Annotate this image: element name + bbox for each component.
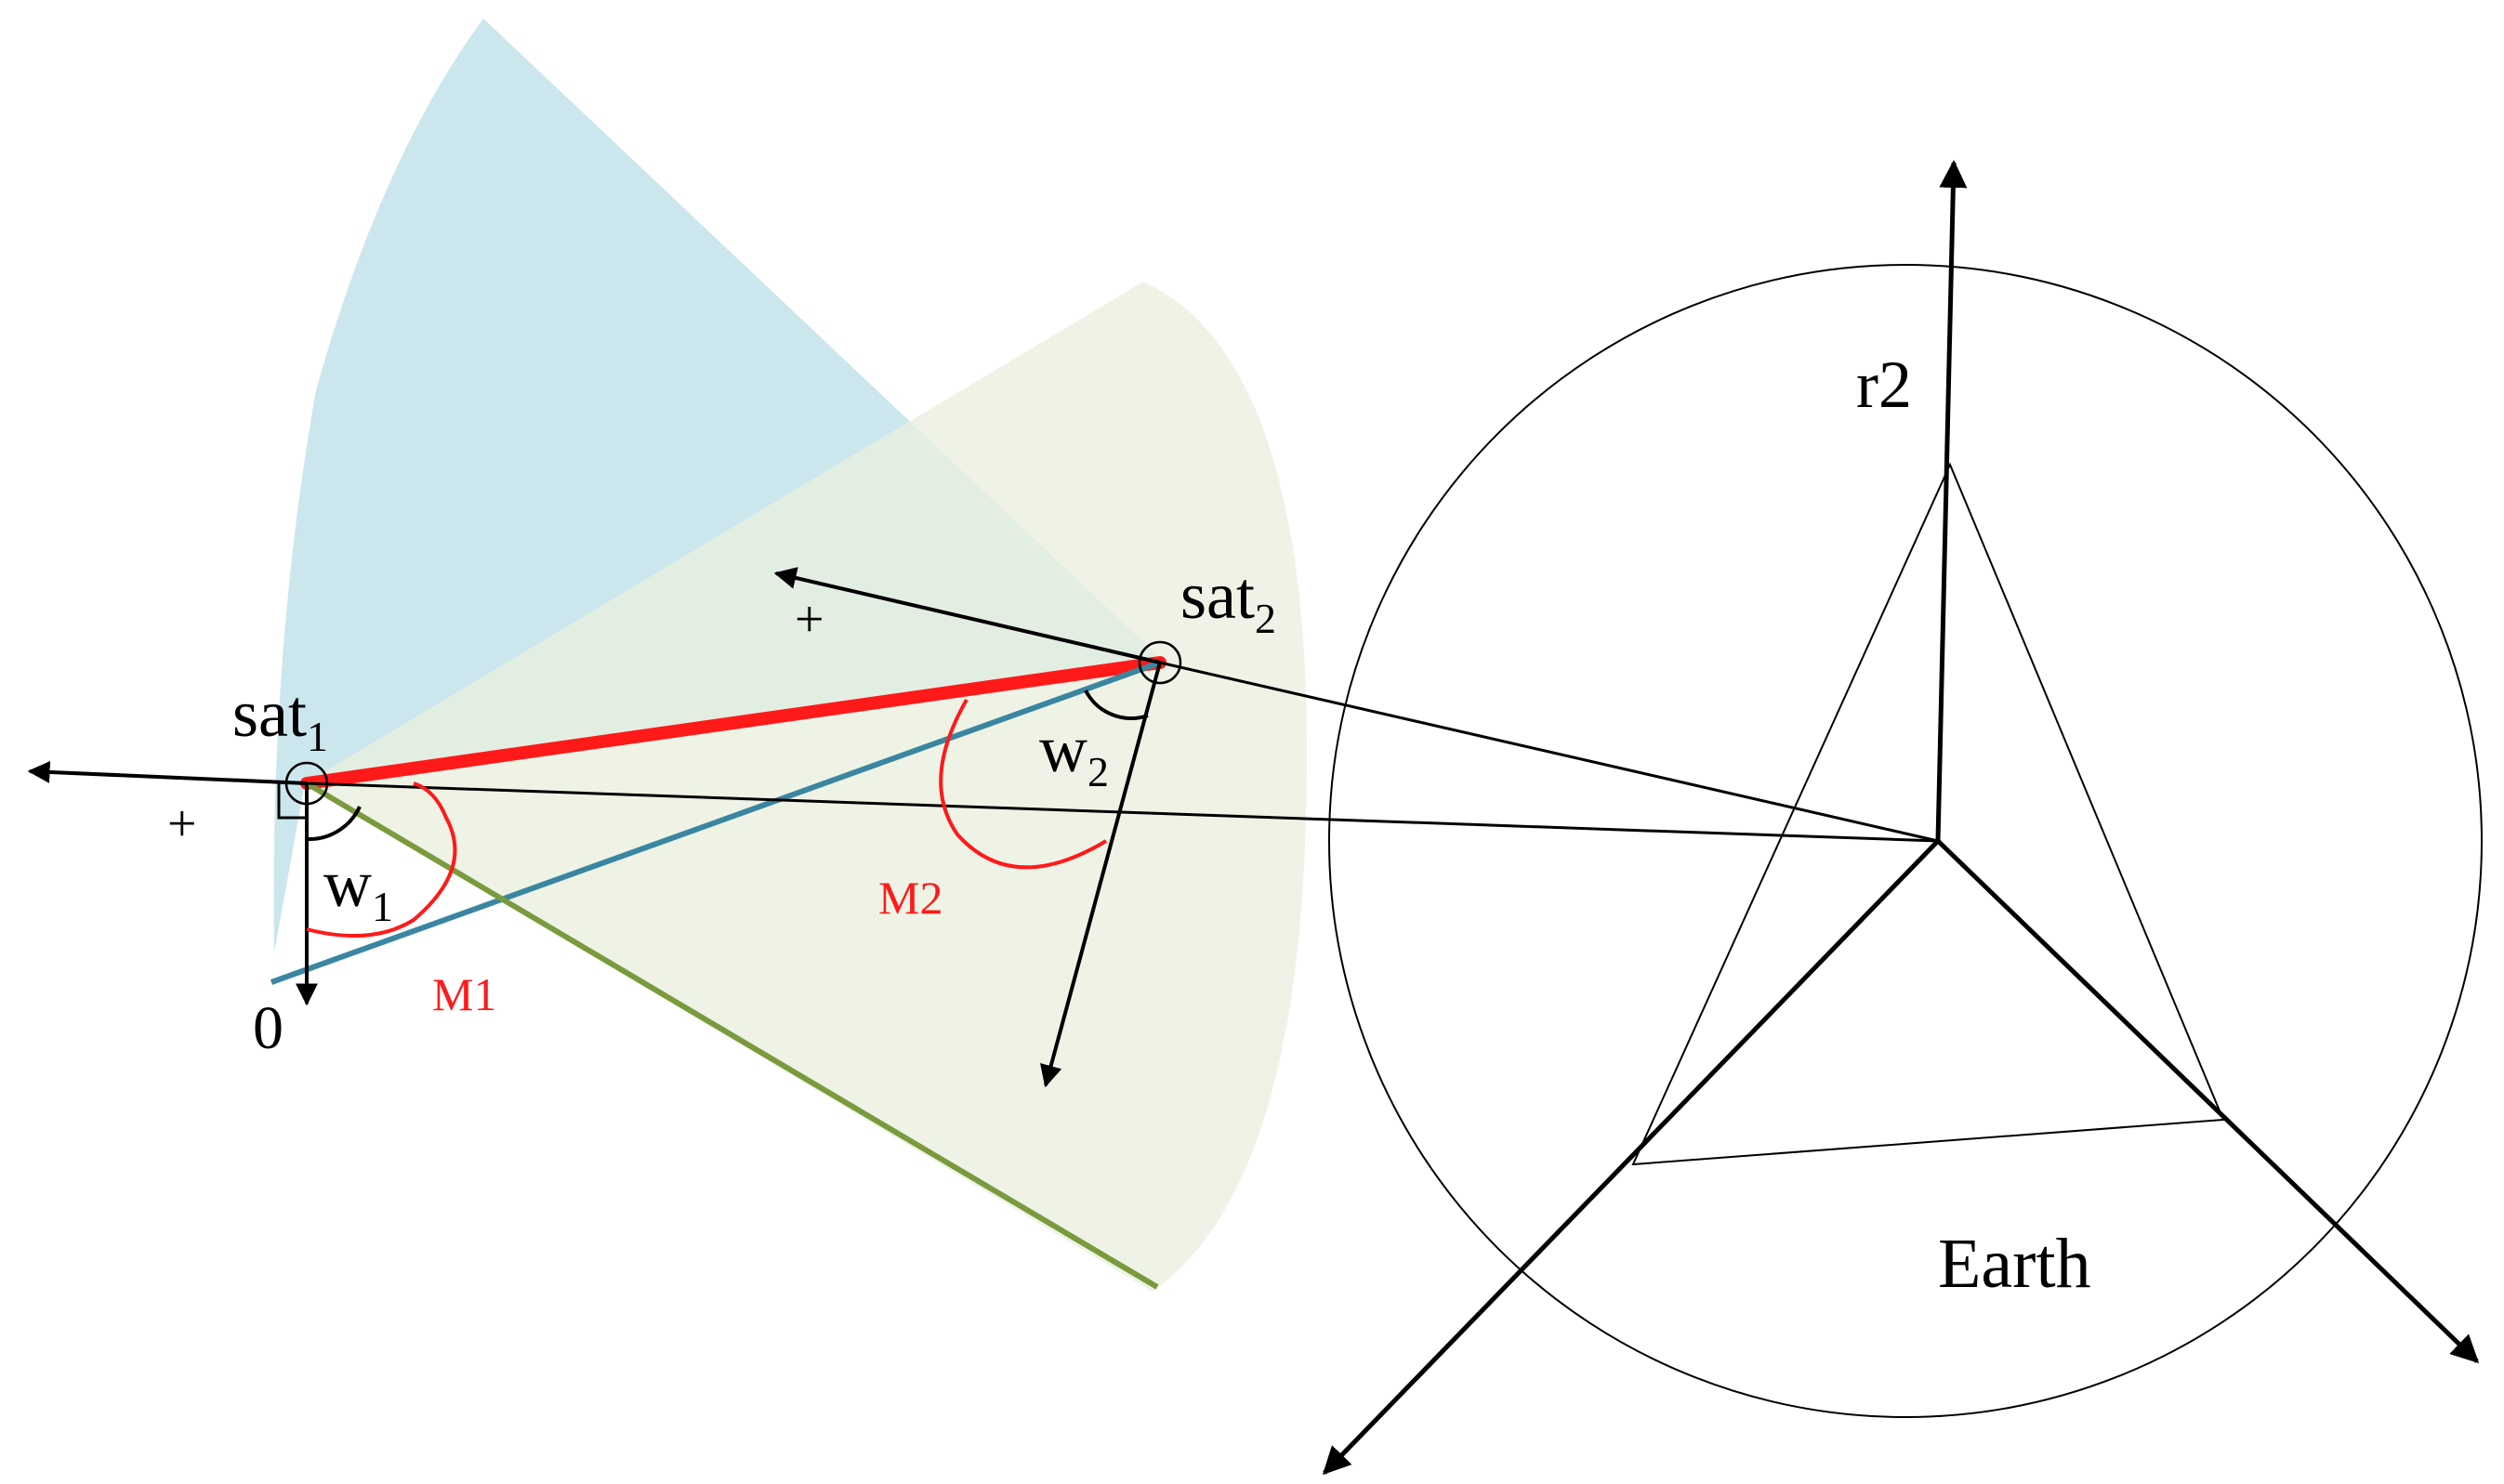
sat2-direction-down-arrow (1040, 662, 1162, 1088)
zero-label: 0 (253, 994, 283, 1062)
w2-label: w2 (1039, 712, 1109, 795)
plus-label-sat2: + (795, 591, 824, 649)
earth-reference-triangle (1631, 462, 2225, 1166)
m1-label: M1 (432, 968, 496, 1020)
sat1-direction-plus-arrow (27, 760, 308, 785)
earth-axis-left (1322, 839, 1940, 1476)
earth-axis-r2 (1935, 160, 1968, 842)
sat2-to-earth-line (1159, 661, 1939, 843)
inter-satellite-link (300, 656, 1166, 790)
sat2-direction-plus-arrow (773, 567, 1161, 664)
m1-angle-arc (306, 781, 457, 939)
earth-axis-right (1936, 839, 2480, 1364)
sat1-label: sat1 (232, 676, 328, 760)
earth-circle (1328, 264, 2483, 1418)
earth-label: Earth (1938, 1225, 2091, 1303)
plus-label-sat1: + (167, 795, 197, 853)
w1-label: w1 (323, 847, 393, 930)
sat1-cone-lower-edge (305, 781, 1159, 1290)
sat2-label: sat2 (1180, 558, 1276, 642)
sat1-right-angle-mark (277, 783, 307, 820)
m2-angle-arc (939, 699, 1108, 870)
sat1-marker (284, 761, 329, 806)
sat2-cone-lower-edge (270, 660, 1162, 985)
sat1-to-earth-line (306, 781, 1939, 843)
sat2-marker (1138, 640, 1182, 685)
m2-label: M2 (878, 872, 942, 924)
w2-angle-arc (1084, 689, 1149, 721)
w1-angle-arc (306, 806, 362, 842)
r2-label: r2 (1856, 348, 1912, 422)
